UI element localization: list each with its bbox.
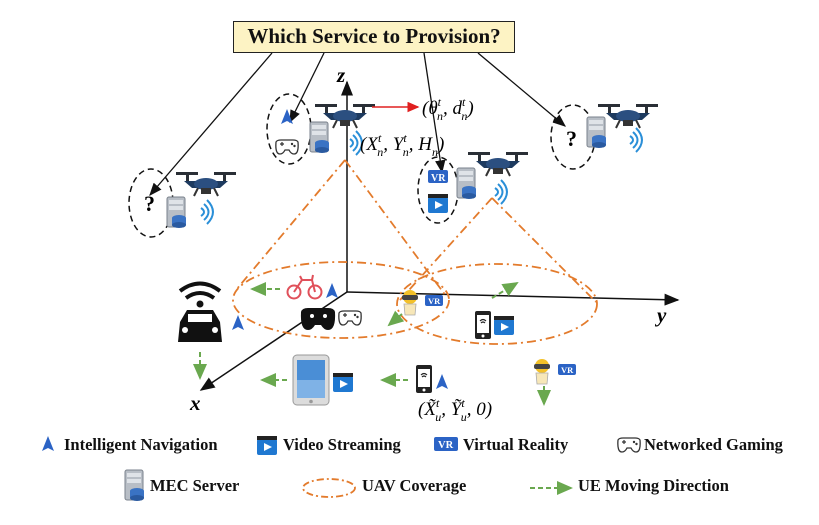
legend-video-icon	[257, 436, 277, 455]
svg-text:VR: VR	[428, 296, 441, 306]
legend-label: Intelligent Navigation	[64, 435, 218, 454]
phone-icon	[474, 310, 492, 340]
uav-vr-video: VR	[417, 151, 529, 224]
legend-coverage-swatch	[302, 478, 356, 498]
legend-label: Virtual Reality	[463, 435, 569, 454]
mec-server-icon	[309, 121, 330, 154]
legend-mec-server-icon	[124, 469, 145, 502]
legend-item-navigation: Intelligent Navigation	[64, 435, 218, 455]
unknown-service-mark: ?	[566, 126, 577, 151]
uav-unknown-left: ?	[128, 168, 237, 238]
video-icon	[428, 194, 448, 213]
svg-text:VR: VR	[438, 440, 454, 451]
gamepad-icon	[275, 139, 299, 155]
svg-text:VR: VR	[431, 173, 446, 184]
navigation-icon	[281, 109, 293, 124]
vr-icon: VR	[558, 364, 576, 375]
phone-icon	[415, 364, 433, 394]
signal-icon	[200, 199, 214, 225]
signal-icon	[629, 127, 643, 153]
vr-icon: VR	[428, 170, 448, 184]
vr-icon: VR	[425, 295, 443, 306]
legend-item-video: Video Streaming	[283, 435, 401, 455]
service-cache-ellipse	[417, 156, 459, 224]
vr-user-center: VR	[387, 289, 443, 327]
legend-item-coverage: UAV Coverage	[362, 476, 466, 496]
legend-label: UE Moving Direction	[578, 476, 729, 495]
navigation-icon	[232, 315, 244, 330]
legend-label: UAV Coverage	[362, 476, 467, 495]
car-user	[178, 281, 244, 380]
mec-server-icon	[456, 167, 477, 200]
video-user-phone	[474, 281, 519, 340]
gamepad-icon	[338, 310, 362, 326]
provision-question-title: Which Service to Provision?	[233, 21, 515, 53]
axis-label-y: y	[654, 303, 667, 327]
uav-drone-icon	[175, 171, 237, 197]
gaming-user	[300, 308, 362, 330]
navigation-icon	[326, 283, 338, 298]
uav-unknown-right: ?	[550, 103, 659, 170]
signal-icon	[494, 179, 508, 205]
legend-item-gaming: Networked Gaming	[644, 435, 783, 455]
legend-navigation-icon	[42, 436, 54, 451]
legend-item-mec: MEC Server	[150, 476, 239, 496]
legend-item-vr: Virtual Reality	[463, 435, 568, 455]
svg-text:VR: VR	[561, 365, 574, 375]
uav-drone-icon	[467, 151, 529, 177]
legend-label: Video Streaming	[283, 435, 401, 454]
legend-label: Networked Gaming	[644, 435, 783, 454]
navigation-icon	[436, 374, 448, 389]
unknown-service-mark: ?	[144, 191, 155, 216]
axis-label-z: z	[336, 63, 346, 87]
mec-server-icon	[166, 196, 187, 229]
navigation-user-phone	[380, 364, 448, 394]
vr-person-icon	[401, 289, 419, 316]
vr-person-icon	[533, 358, 551, 385]
uav-coverage	[232, 159, 598, 345]
mec-server-icon	[586, 116, 607, 149]
bike-user	[250, 274, 338, 300]
video-icon	[333, 373, 353, 392]
legend-gamepad-icon	[617, 437, 641, 453]
legend-label: MEC Server	[150, 476, 240, 495]
vr-user-right: VR	[533, 358, 576, 406]
provision-links	[149, 52, 566, 196]
legend-vr-icon: VR	[434, 437, 458, 451]
uav-navigation-gaming	[266, 93, 376, 165]
uav-drone-icon	[597, 103, 659, 129]
video-user-tablet	[260, 354, 353, 406]
coordinate-axes	[199, 80, 680, 391]
legend-item-moving: UE Moving Direction	[578, 476, 729, 496]
video-icon	[494, 316, 514, 335]
axis-label-x: x	[189, 391, 201, 415]
service-cache-ellipse	[266, 93, 312, 165]
